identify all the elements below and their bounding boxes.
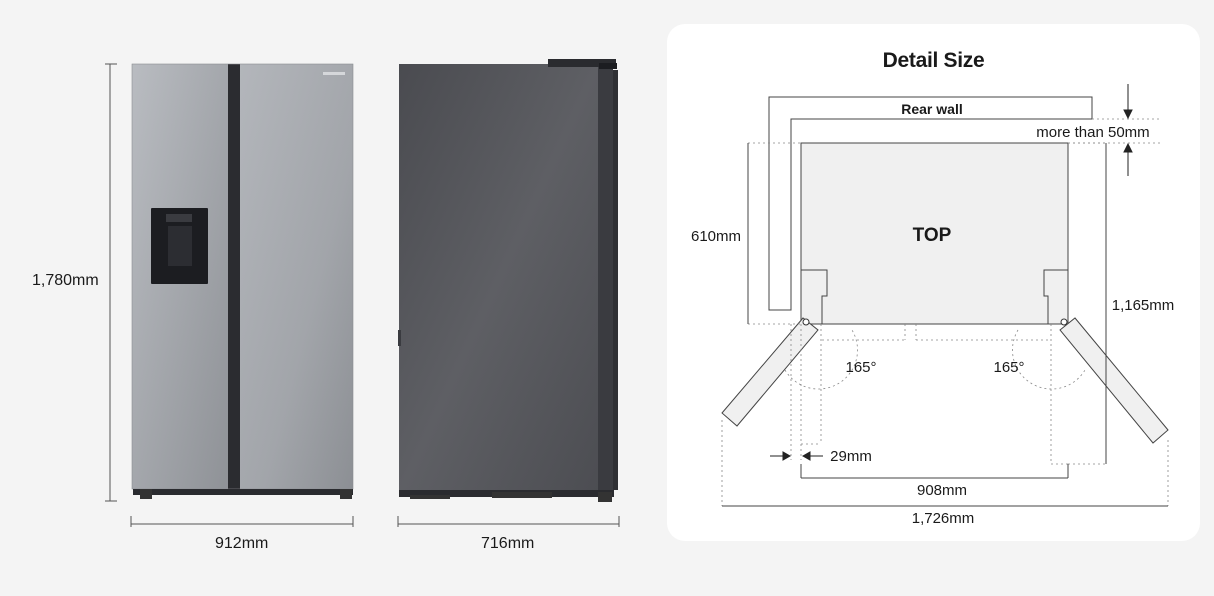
height-dimension-line <box>105 63 117 502</box>
depth-dimension-line <box>397 516 620 527</box>
right-open-door <box>1059 317 1169 444</box>
dashed-guides <box>721 118 1169 506</box>
width-label: 912mm <box>215 535 269 552</box>
detail-size-diagram: Rear wall more than 50mm TOP 610mm 1,165… <box>691 84 1175 527</box>
angle-left-label: 165° <box>845 359 876 376</box>
gap-label: 29mm <box>830 448 872 465</box>
body-width-label: 908mm <box>917 482 967 499</box>
top-label: TOP <box>913 225 952 246</box>
rear-wall-shape <box>768 96 1093 311</box>
width-dimension-line <box>130 516 354 527</box>
left-open-door <box>721 317 819 427</box>
detail-size-panel: Detail Size <box>667 24 1200 541</box>
fridge-front-view <box>131 63 354 499</box>
gap-arrows <box>770 451 823 461</box>
fridge-drawings <box>105 59 620 527</box>
clearance-arrows <box>1123 84 1133 176</box>
dim-908 <box>800 464 1069 479</box>
rear-wall-label: Rear wall <box>901 101 962 117</box>
angle-right-label: 165° <box>993 359 1024 376</box>
panel-title: Detail Size <box>882 49 985 72</box>
right-hinge <box>1043 269 1069 325</box>
fridge-side-view <box>398 59 618 502</box>
clearance-label: more than 50mm <box>1036 124 1149 141</box>
depth-open-label: 1,165mm <box>1112 297 1175 314</box>
fridge-top-box <box>800 142 1069 325</box>
depth-label: 716mm <box>481 535 535 552</box>
height-label: 1,780mm <box>32 272 99 289</box>
depth-body-label: 610mm <box>691 228 741 245</box>
open-width-label: 1,726mm <box>912 510 975 527</box>
